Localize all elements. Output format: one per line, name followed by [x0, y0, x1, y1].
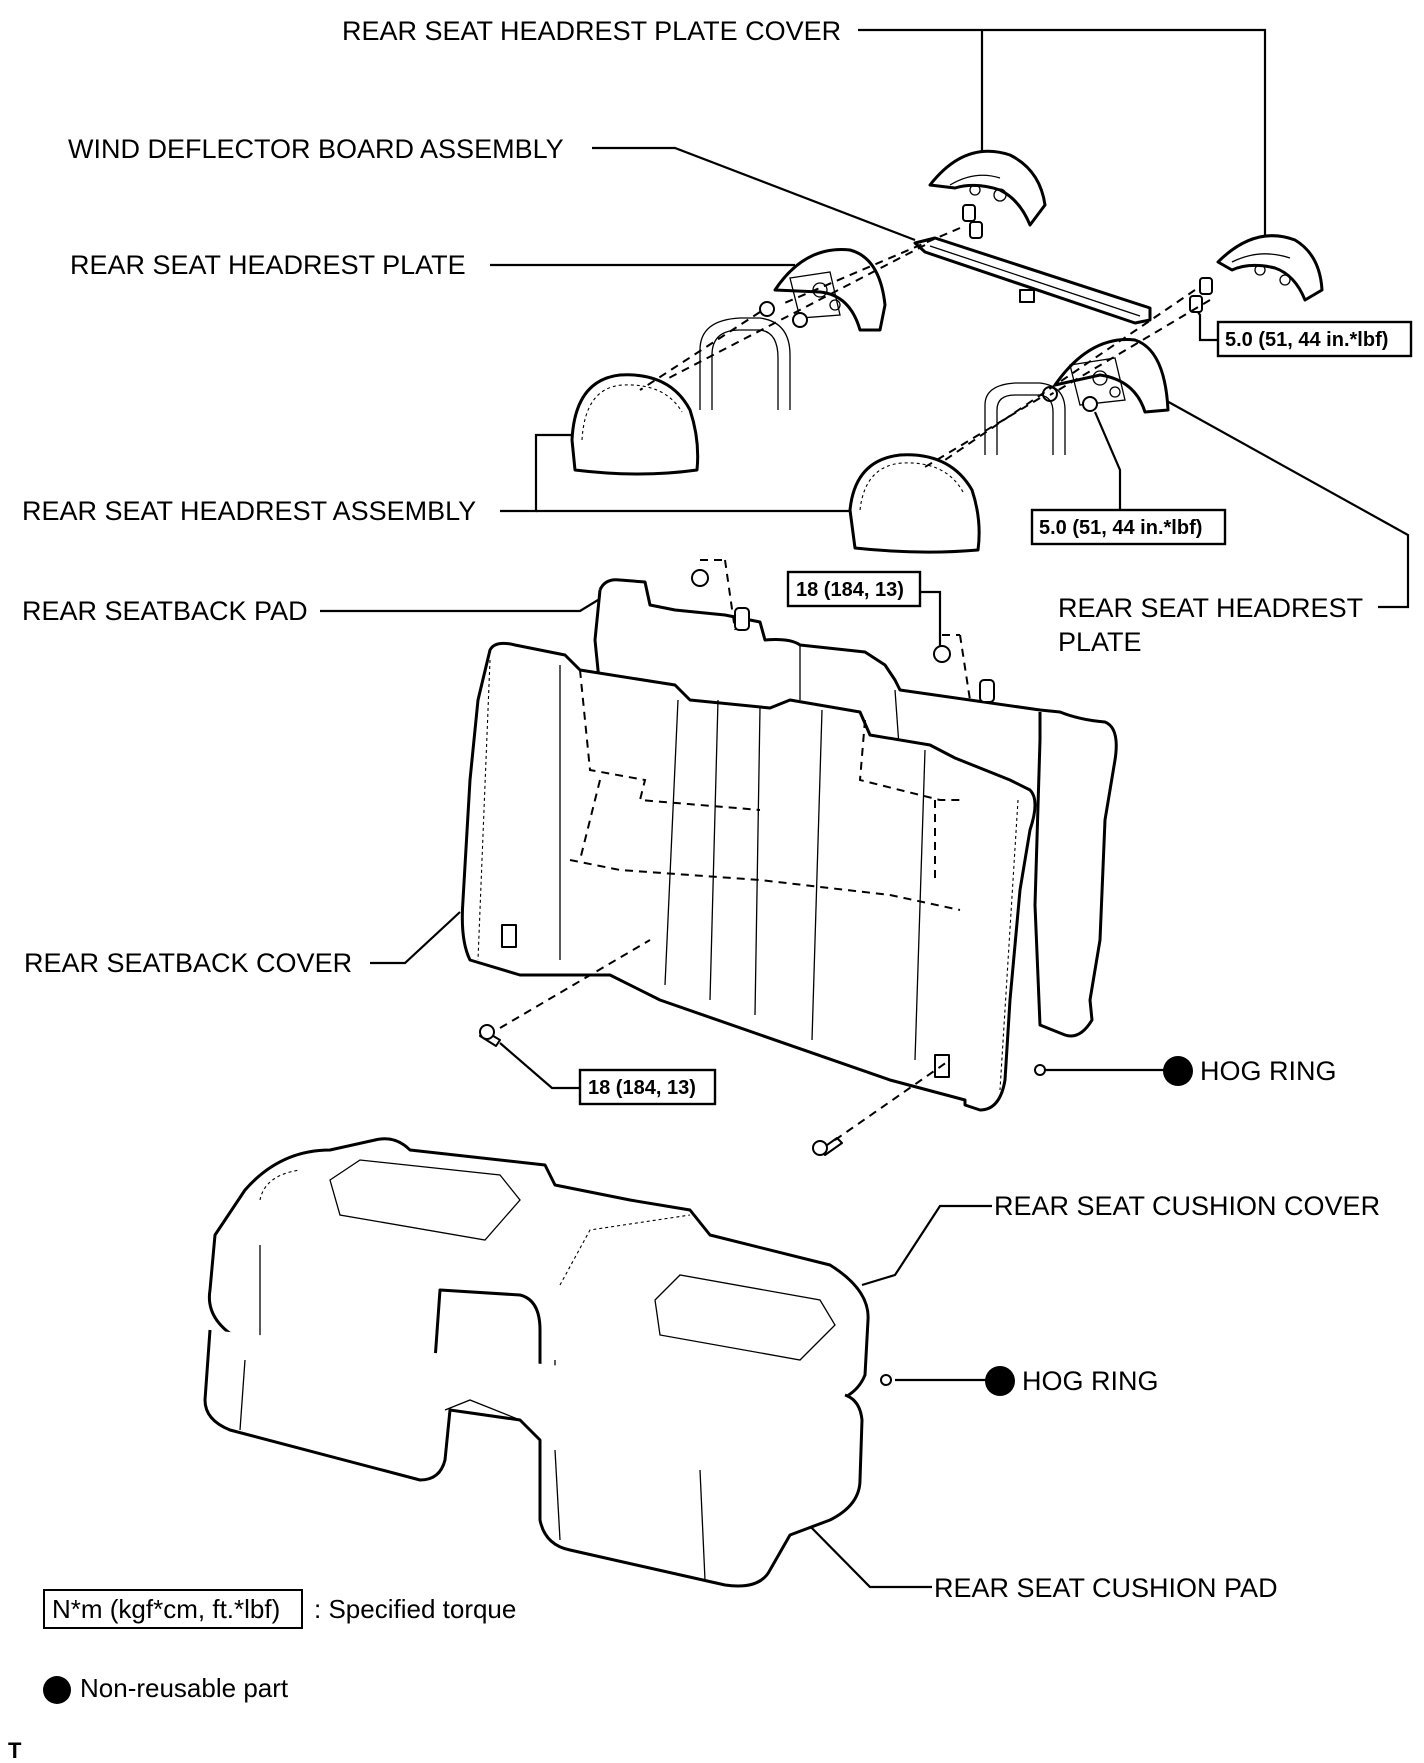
torque-seatback-bolt: 18 (184, 13)	[588, 1077, 696, 1099]
label-headrest-plate-right-2: PLATE	[1058, 627, 1142, 657]
torque-plate-bolt: 5.0 (51, 44 in.*lbf)	[1039, 517, 1202, 539]
label-cushion-cover: REAR SEAT CUSHION COVER	[994, 1191, 1380, 1221]
label-cushion-pad: REAR SEAT CUSHION PAD	[934, 1573, 1278, 1603]
headrest-plate-right	[1053, 338, 1170, 414]
seatback-cover	[460, 641, 1037, 1112]
legend-torque-desc: : Specified torque	[314, 1594, 516, 1624]
hog-ring-upper	[1034, 1064, 1046, 1076]
label-headrest-plate-left: REAR SEAT HEADREST PLATE	[70, 250, 466, 280]
legend: N*m (kgf*cm, ft.*lbf) : Specified torque…	[8, 1589, 516, 1763]
filled-circle-icon	[1163, 1056, 1193, 1086]
label-hog-ring-upper: HOG RING	[1200, 1056, 1337, 1086]
plate-nuts	[759, 301, 1098, 412]
label-headrest-assembly: REAR SEAT HEADREST ASSEMBLY	[22, 496, 476, 526]
label-headrest-plate-cover: REAR SEAT HEADREST PLATE COVER	[342, 16, 841, 46]
headrest-assembly-right	[848, 453, 981, 554]
label-wind-deflector: WIND DEFLECTOR BOARD ASSEMBLY	[68, 134, 564, 164]
label-headrest-plate-right-1: REAR SEAT HEADREST	[1058, 593, 1363, 623]
torque-plate-cover-bolt: 5.0 (51, 44 in.*lbf)	[1225, 329, 1388, 351]
headrest-plate-left	[773, 248, 887, 332]
seat-cushion-pad	[203, 1329, 864, 1588]
legend-nonreusable: Non-reusable part	[80, 1673, 289, 1703]
assembly-lines-top	[639, 227, 1211, 471]
cover-bolts	[962, 204, 1213, 313]
label-seatback-cover: REAR SEATBACK COVER	[24, 948, 352, 978]
headrest-frames	[699, 317, 1066, 455]
torque-boxes: 5.0 (51, 44 in.*lbf) 5.0 (51, 44 in.*lbf…	[578, 320, 1413, 1106]
filled-circle-icon	[43, 1676, 71, 1704]
leader-lines	[320, 28, 1410, 1589]
headrest-plate-cover-left	[928, 149, 1047, 227]
wind-deflector-board	[913, 236, 1152, 325]
seatback-bolts	[479, 939, 951, 1156]
filled-circle-icon	[985, 1366, 1015, 1396]
hog-ring-lower	[880, 1374, 892, 1386]
seatback-pad-nuts	[691, 559, 995, 703]
corner-mark: T	[8, 1738, 22, 1763]
labels: REAR SEAT HEADREST PLATE COVER WIND DEFL…	[22, 16, 1380, 1603]
legend-torque-key: N*m (kgf*cm, ft.*lbf)	[52, 1594, 280, 1624]
headrest-assembly-left	[570, 373, 700, 476]
torque-pad-nut: 18 (184, 13)	[796, 579, 904, 601]
label-seatback-pad: REAR SEATBACK PAD	[22, 596, 308, 626]
nonreusable-markers	[985, 1056, 1193, 1396]
label-hog-ring-lower: HOG RING	[1022, 1366, 1159, 1396]
headrest-plate-cover-right	[1216, 234, 1324, 302]
